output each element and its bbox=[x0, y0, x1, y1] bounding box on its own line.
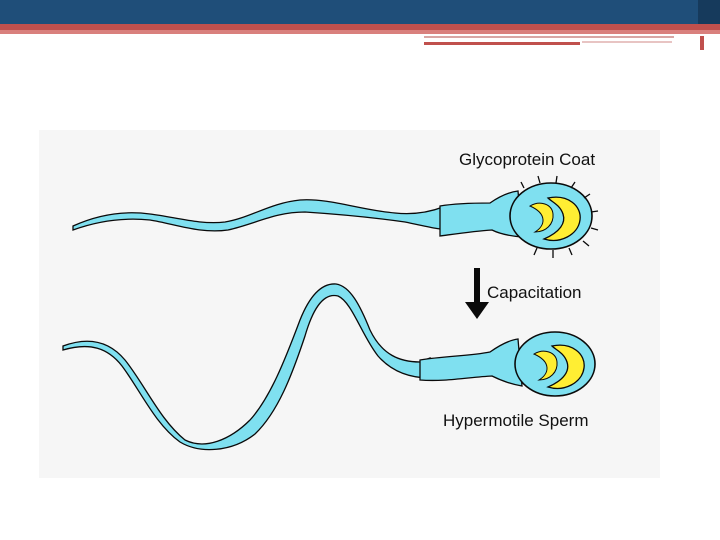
capacitation-label: Capacitation bbox=[487, 283, 582, 302]
accent-tick bbox=[700, 36, 704, 50]
glycoprotein-coat-label: Glycoprotein Coat bbox=[459, 150, 596, 169]
glycoprotein-spikes bbox=[520, 175, 599, 258]
sperm-1-tail bbox=[72, 199, 453, 232]
slide-header-edge bbox=[698, 0, 720, 24]
slide-accent-stripe-light bbox=[0, 30, 720, 34]
sperm-2-acrosome bbox=[546, 344, 585, 389]
accent-line bbox=[424, 42, 580, 45]
accent-line bbox=[582, 41, 672, 43]
slide-header-bar bbox=[0, 0, 720, 24]
hypermotile-sperm-label: Hypermotile Sperm bbox=[443, 411, 589, 430]
sperm-with-coat bbox=[72, 175, 599, 258]
slide-accent-stripe bbox=[0, 24, 720, 34]
accent-line bbox=[424, 36, 674, 38]
sperm-2-tail bbox=[62, 283, 431, 451]
sperm-1-nucleus-shade bbox=[528, 202, 554, 233]
sperm-1-acrosome bbox=[542, 196, 581, 241]
sperm-2-nucleus-shade bbox=[532, 350, 558, 381]
capacitation-arrow bbox=[465, 268, 489, 319]
sperm-2-midpiece bbox=[419, 338, 523, 387]
hypermotile-sperm bbox=[62, 283, 596, 451]
